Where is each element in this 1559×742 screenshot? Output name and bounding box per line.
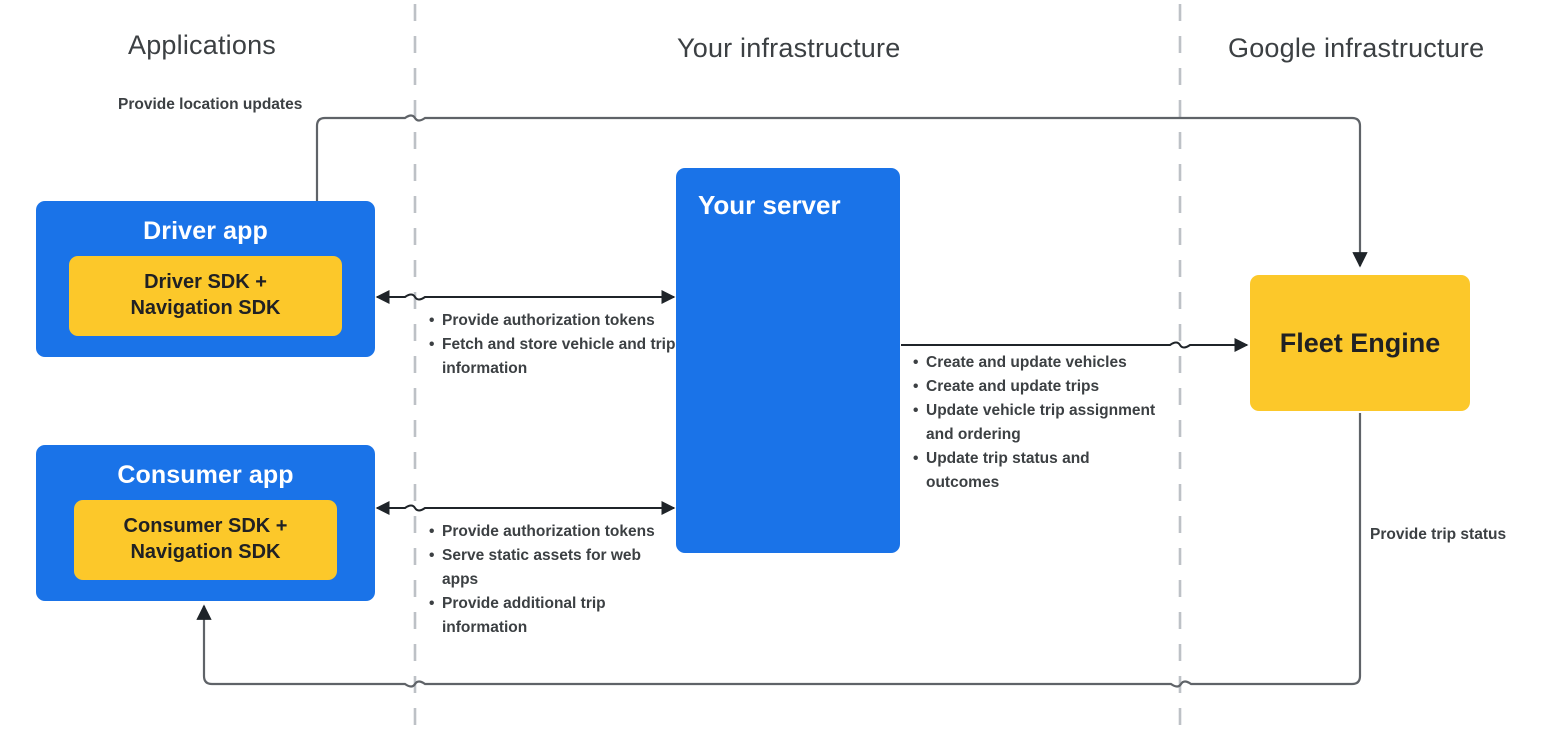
driver-sdk-box: Driver SDK + Navigation SDK [69, 256, 342, 336]
label-provide-trip-status: Provide trip status [1370, 526, 1507, 543]
fleet-engine-title: Fleet Engine [1279, 327, 1441, 358]
driver-app-title: Driver app [143, 217, 268, 245]
connector-driver-server [375, 290, 676, 304]
consumer-sdk-box: Consumer SDK + Navigation SDK [74, 500, 337, 580]
list-item: Provide authorization tokens [429, 309, 679, 333]
bullets-server-to-fleet: Create and update vehiclesCreate and upd… [913, 351, 1158, 495]
list-item: Fetch and store vehicle and trip informa… [429, 333, 679, 381]
node-consumer-app[interactable]: Consumer app Consumer SDK + Navigation S… [36, 445, 375, 601]
connector-consumer-server [375, 501, 676, 515]
bullets-consumer-to-server: Provide authorization tokensServe static… [429, 520, 679, 640]
list-item: Update trip status and outcomes [913, 447, 1158, 495]
column-heading-google-infrastructure: Google infrastructure [1228, 33, 1485, 63]
node-driver-app[interactable]: Driver app Driver SDK + Navigation SDK [36, 201, 375, 357]
list-item: Update vehicle trip assignment and order… [913, 399, 1158, 447]
your-server-title: Your server [698, 190, 841, 220]
column-heading-your-infrastructure: Your infrastructure [677, 33, 901, 63]
node-your-server[interactable]: Your server [676, 168, 900, 553]
column-heading-applications: Applications [128, 30, 276, 60]
node-fleet-engine[interactable]: Fleet Engine [1250, 275, 1470, 411]
list-item: Provide additional trip information [429, 592, 679, 640]
list-item: Create and update vehicles [913, 351, 1158, 375]
bullets-driver-to-server: Provide authorization tokensFetch and st… [429, 309, 679, 381]
connector-server-fleet [901, 338, 1249, 352]
list-item: Create and update trips [913, 375, 1158, 399]
consumer-app-title: Consumer app [117, 461, 294, 489]
list-item: Provide authorization tokens [429, 520, 679, 544]
label-provide-location-updates: Provide location updates [118, 96, 303, 113]
list-item: Serve static assets for web apps [429, 544, 679, 592]
